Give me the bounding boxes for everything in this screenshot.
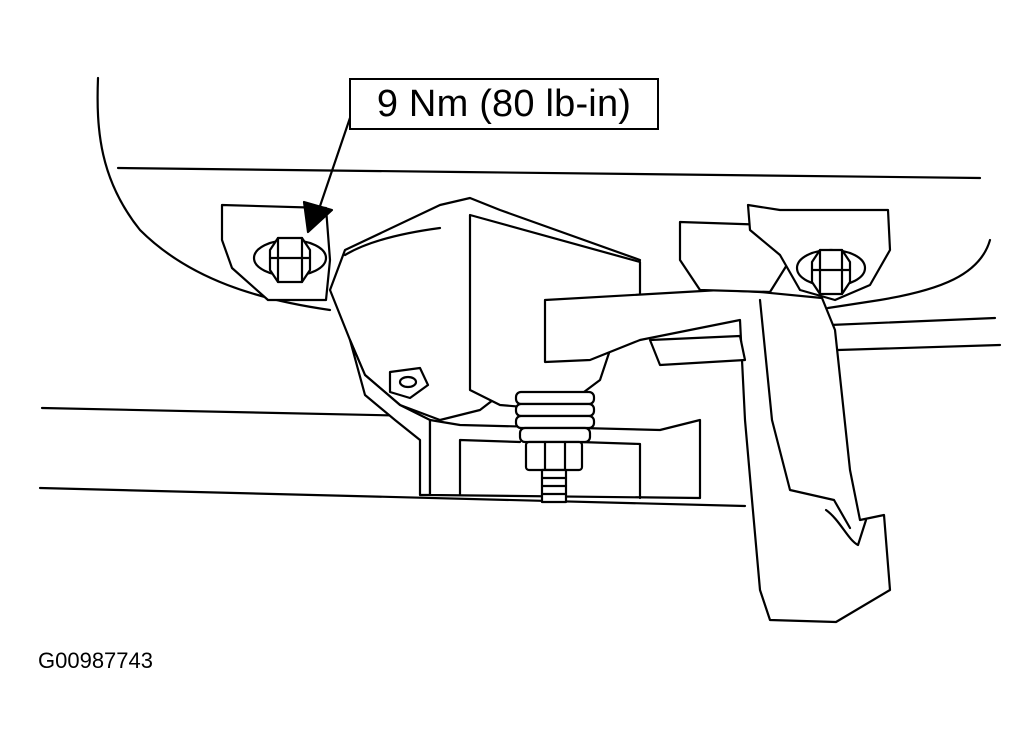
lever-arm-crosspiece [648,334,747,367]
frame-rail-right-lower [836,343,1002,352]
threaded-stud [540,468,568,504]
arrow-down-left-icon [302,110,354,234]
lever-arm-hook [824,508,868,547]
body-panel-top-edge [116,166,982,180]
body-panel-right-curve [826,238,992,310]
left-hex-bolt-icon [252,236,328,284]
threaded-coupler [514,390,596,472]
lever-arm-inner-edge [758,298,852,530]
right-lever-arm [543,288,892,624]
bracket-ear [388,366,430,400]
bracket-lower-lobe [348,338,432,497]
frame-rail-lower [38,486,747,508]
bracket-upper-edge [343,226,442,257]
bracket-ear-hole [398,375,418,389]
right-hex-bolt-icon [795,248,867,296]
figure-id: G00987743 [38,648,153,673]
torque-label: 9 Nm (80 lb-in) [376,82,632,125]
housing-inner-channel [458,438,642,500]
torque-callout-box: 9 Nm (80 lb-in) [349,78,659,130]
frame-rail-upper [40,406,422,418]
frame-rail-right [828,316,997,327]
